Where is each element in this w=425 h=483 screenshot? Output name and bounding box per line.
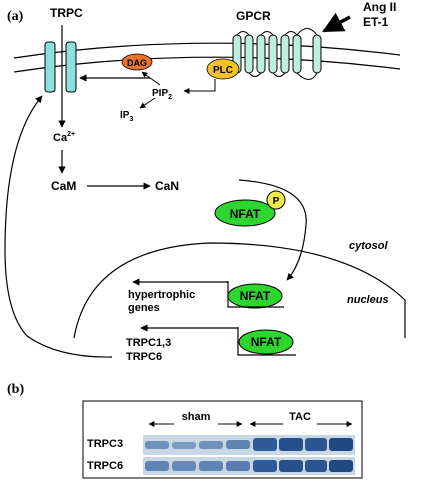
band-trpc6-lane2 bbox=[172, 461, 196, 471]
band-trpc3-lane5 bbox=[253, 438, 277, 451]
trpc-genes-line1: TRPC1,3 bbox=[126, 337, 171, 349]
panel-a-label: (a) bbox=[7, 9, 24, 24]
band-trpc3-lane6 bbox=[279, 438, 303, 451]
band-trpc6-lane6 bbox=[279, 460, 303, 472]
blot-row-trpc6-label: TRPC6 bbox=[87, 460, 123, 472]
blot-row-trpc3-label: TRPC3 bbox=[87, 438, 123, 450]
plc-node bbox=[206, 58, 240, 80]
ca-text: Ca bbox=[53, 132, 68, 144]
pip2-label: PIP2 bbox=[152, 88, 172, 101]
tac-label: TAC bbox=[289, 411, 311, 423]
dag-node bbox=[121, 53, 153, 71]
pip2-to-ip3-arrow bbox=[139, 97, 156, 109]
can-label: CaN bbox=[155, 179, 179, 193]
can-to-nucleus-arrow bbox=[238, 179, 307, 281]
trpc-genes-line2: TRPC6 bbox=[126, 351, 162, 363]
band-trpc6-lane4 bbox=[226, 461, 250, 471]
phospho-badge bbox=[266, 190, 286, 210]
cytosol-label: cytosol bbox=[349, 240, 388, 252]
nfat-nuclear-1-label: NFAT bbox=[240, 289, 271, 303]
gpcr-receptor bbox=[232, 28, 322, 80]
plc-to-pip2-arrow bbox=[183, 79, 216, 94]
ip3-text: IP bbox=[120, 110, 130, 121]
agonist-arrow bbox=[322, 12, 351, 33]
nfat-cytosolic-label: NFAT bbox=[230, 207, 261, 221]
nucleus-label: nucleus bbox=[347, 294, 389, 306]
pip2-to-dag-arrow bbox=[141, 71, 161, 86]
dag-label: DAG bbox=[127, 58, 147, 68]
hypertrophic-genes-line2: genes bbox=[128, 302, 160, 314]
dna-line-2 bbox=[237, 327, 296, 356]
band-trpc6-lane8 bbox=[329, 460, 353, 472]
panel-b-label: (b) bbox=[7, 382, 24, 397]
trpc-label: TRPC bbox=[50, 6, 83, 20]
band-trpc6-lane7 bbox=[305, 460, 327, 472]
band-trpc3-lane7 bbox=[305, 438, 327, 451]
hypertrophic-genes-line1: hypertrophic bbox=[128, 289, 195, 301]
cell-membrane bbox=[13, 42, 401, 73]
ca-superscript: 2+ bbox=[67, 131, 75, 138]
pip2-text: PIP bbox=[152, 88, 168, 99]
ip3-subscript: 3 bbox=[129, 116, 133, 123]
agonist-et1: ET-1 bbox=[363, 15, 389, 29]
feedback-loop-arrow bbox=[4, 95, 113, 358]
band-trpc6-lane5 bbox=[253, 460, 277, 472]
nfat-cytosolic bbox=[214, 199, 276, 227]
nfat-nuclear-2-label: NFAT bbox=[251, 335, 282, 349]
plc-label: PLC bbox=[213, 65, 233, 76]
agonist-angii: Ang II bbox=[363, 0, 396, 14]
band-trpc3-lane1 bbox=[145, 441, 169, 449]
band-trpc3-lane2 bbox=[172, 442, 196, 449]
pip2-subscript: 2 bbox=[168, 94, 172, 101]
trpc-channel bbox=[44, 41, 77, 93]
phospho-label: P bbox=[273, 196, 280, 207]
band-trpc6-lane3 bbox=[199, 461, 223, 471]
nfat-nuclear-2 bbox=[238, 329, 294, 355]
dna-line-1 bbox=[227, 281, 284, 308]
nuclear-envelope bbox=[73, 242, 406, 339]
band-trpc6-lane1 bbox=[145, 461, 169, 471]
ca-label: Ca2+ bbox=[53, 131, 75, 144]
band-trpc3-lane8 bbox=[329, 438, 353, 451]
cam-label: CaM bbox=[51, 179, 76, 193]
blot-strip-trpc3 bbox=[143, 435, 355, 455]
sham-label: sham bbox=[182, 411, 211, 423]
ip3-label: IP3 bbox=[120, 110, 133, 123]
gpcr-label: GPCR bbox=[236, 9, 271, 23]
blot-strip-trpc6 bbox=[143, 457, 355, 475]
band-trpc3-lane4 bbox=[226, 440, 250, 449]
band-trpc3-lane3 bbox=[199, 441, 223, 449]
